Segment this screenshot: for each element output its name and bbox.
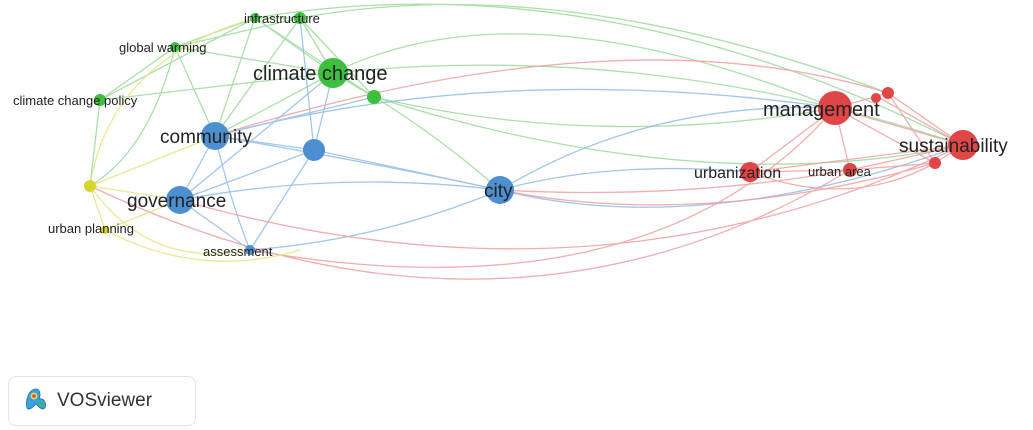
vosviewer-label: VOSviewer <box>57 390 153 411</box>
node-infrastructure-2[interactable] <box>294 12 306 24</box>
label-infrastructure: infrastructure <box>244 11 320 26</box>
node-urban-planning-yellow[interactable] <box>84 180 96 192</box>
label-global-warming: global warming <box>119 40 206 55</box>
label-urban-area: urban area <box>808 164 872 179</box>
network-links <box>89 3 964 280</box>
label-urbanization: urbanization <box>694 165 781 182</box>
node-red-small-1[interactable] <box>882 87 894 99</box>
node-urbanization[interactable] <box>740 162 760 182</box>
vosviewer-badge[interactable]: VOSviewer <box>8 376 196 426</box>
label-climate-change-policy: climate change policy <box>13 93 138 108</box>
node-community[interactable] <box>201 122 229 150</box>
node-sustainability[interactable] <box>948 130 978 160</box>
label-city: city <box>484 181 513 202</box>
node-assessment[interactable] <box>245 245 255 255</box>
node-climate-change-policy[interactable] <box>94 94 106 106</box>
node-urban-planning[interactable] <box>101 226 109 234</box>
label-sustainability: sustainability <box>899 136 1008 157</box>
node-red-small-3[interactable] <box>929 157 941 169</box>
node-red-small-2[interactable] <box>871 93 881 103</box>
node-governance[interactable] <box>166 186 194 214</box>
label-community: community <box>160 127 252 148</box>
node-infrastructure[interactable] <box>250 13 260 23</box>
node-green-unlabeled[interactable] <box>367 90 381 104</box>
node-management[interactable] <box>818 91 852 125</box>
node-climate-change[interactable] <box>318 58 348 88</box>
node-urban-area[interactable] <box>843 163 857 177</box>
node-city[interactable] <box>486 176 514 204</box>
vosviewer-logo-icon <box>23 386 49 417</box>
label-management: management <box>763 99 880 121</box>
label-urban-planning: urban planning <box>48 221 134 236</box>
node-global-warming[interactable] <box>170 42 180 52</box>
label-governance: governance <box>127 191 226 212</box>
node-blue-unlabeled[interactable] <box>303 139 325 161</box>
label-climate-change: climate change <box>253 63 388 85</box>
label-assessment: assessment <box>203 244 273 259</box>
